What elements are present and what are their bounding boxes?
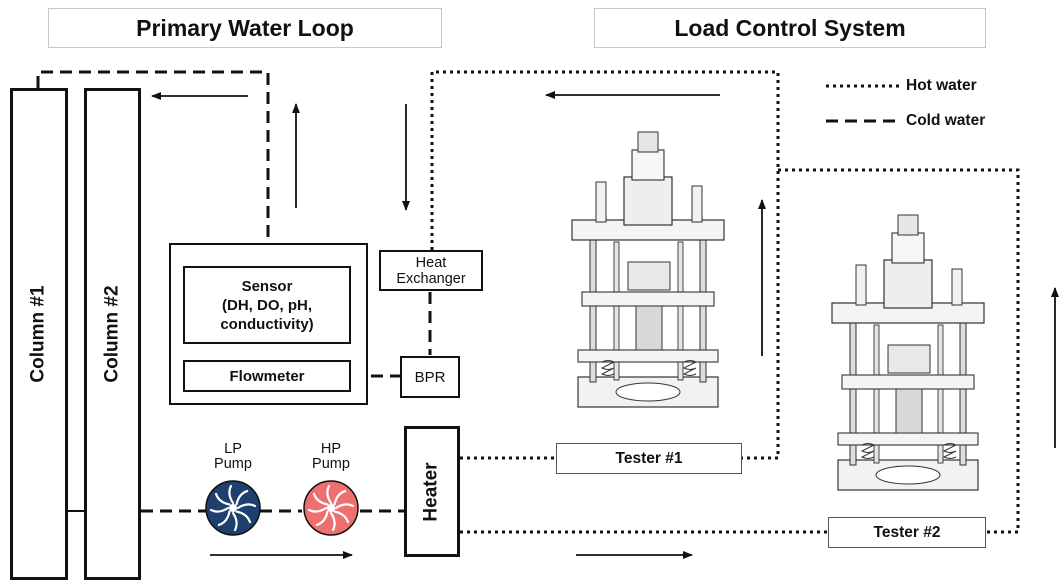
tester-1-machine-icon bbox=[571, 131, 725, 408]
flowmeter-box: Flowmeter bbox=[183, 360, 351, 392]
tester-1-box: Tester #1 bbox=[556, 443, 742, 474]
hp-pump-label: HP Pump bbox=[306, 442, 356, 472]
lp-pump-label-line2: Pump bbox=[214, 456, 252, 472]
tester-2-label: Tester #2 bbox=[873, 523, 941, 541]
primary-water-loop-header: Primary Water Loop bbox=[48, 8, 442, 48]
bpr-box: BPR bbox=[400, 356, 460, 398]
legend-cold-water: Cold water bbox=[906, 112, 986, 129]
column-2: Column #2 bbox=[84, 88, 141, 580]
lp-pump-label-line1: LP bbox=[224, 441, 242, 457]
load-control-system-header: Load Control System bbox=[594, 8, 986, 48]
lp-pump-icon bbox=[205, 480, 261, 536]
flowmeter-label: Flowmeter bbox=[229, 367, 305, 385]
heat-exchanger-label-line1: Heat bbox=[415, 254, 447, 271]
hp-pump-icon bbox=[303, 480, 359, 536]
sensor-measurements-label: (DH, DO, pH, bbox=[222, 296, 312, 314]
heater-box: Heater bbox=[404, 426, 460, 557]
tester-2-machine-icon bbox=[831, 214, 985, 491]
column-1-label: Column #1 bbox=[28, 285, 49, 383]
legend-hot-water: Hot water bbox=[906, 77, 977, 94]
tester-1-label: Tester #1 bbox=[615, 449, 683, 467]
sensor-label: Sensor bbox=[241, 277, 293, 295]
sensor-conductivity-label: conductivity) bbox=[220, 315, 314, 333]
lp-pump-label: LP Pump bbox=[208, 442, 258, 472]
column-2-label: Column #2 bbox=[101, 285, 123, 383]
heat-exchanger-label-line2: Exchanger bbox=[396, 270, 466, 287]
bpr-label: BPR bbox=[414, 368, 446, 386]
hp-pump-label-line1: HP bbox=[320, 441, 342, 457]
heat-exchanger-box: Heat Exchanger bbox=[379, 250, 483, 291]
sensor-box: Sensor (DH, DO, pH, conductivity) bbox=[183, 266, 351, 344]
column-1: Column #1 bbox=[10, 88, 68, 580]
hp-pump-label-line2: Pump bbox=[312, 456, 350, 472]
tester-2-box: Tester #2 bbox=[828, 517, 986, 548]
heater-label: Heater bbox=[421, 461, 442, 522]
